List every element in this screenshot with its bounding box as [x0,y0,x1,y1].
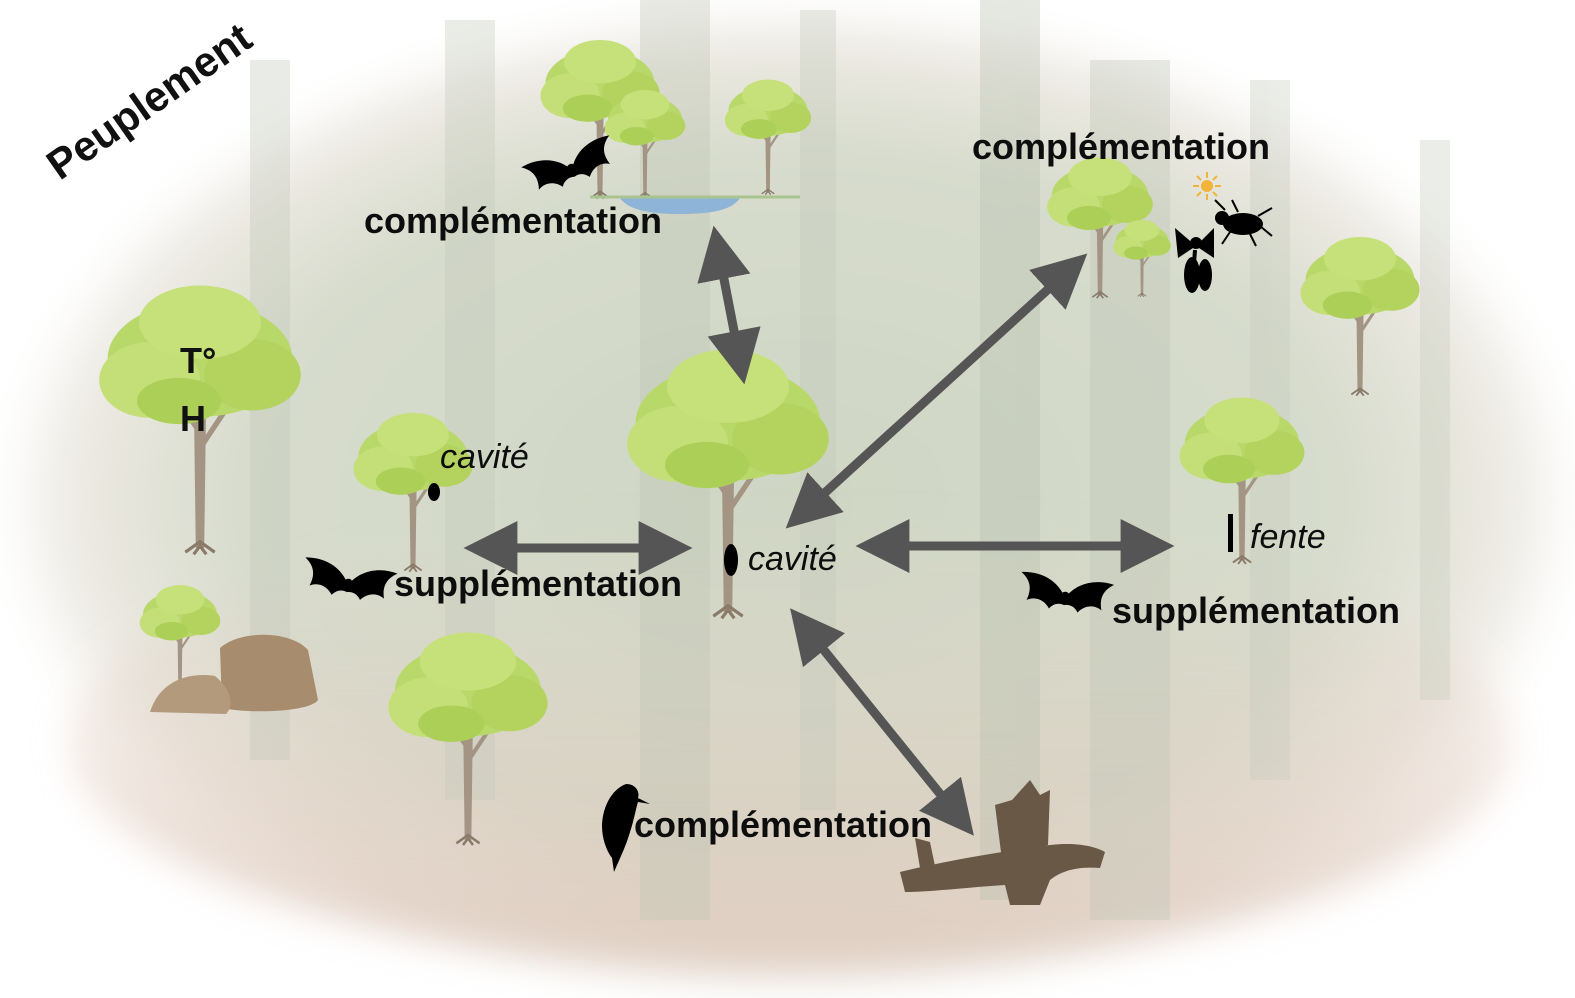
label-supplementation-right: supplémentation [1112,590,1401,631]
cavity-marker [428,483,440,501]
forest-floor [70,510,1510,970]
woodpecker-icon [602,784,650,872]
beetle-icon [1214,199,1273,247]
flower-icon [1175,228,1214,293]
arrow-flower [785,253,1088,529]
interaction-arrows [463,225,1175,836]
cavity-marker [724,544,738,576]
label-complementation-topright: complémentation [972,126,1271,167]
label-supplementation-left: supplémentation [394,563,683,604]
label-complementation-bottom: complémentation [634,804,933,845]
humidity-label: H [180,398,206,439]
arrow-pond [697,225,761,385]
pond-icon [620,198,740,214]
slit-marker [1228,514,1233,552]
temperature-label: T° [180,340,217,381]
deadwood-icon [900,780,1105,905]
label-complementation-top: complémentation [364,200,663,241]
sun-icon [1193,172,1221,200]
label-cavite-left: cavité [440,438,529,476]
rocks-icon [150,634,318,714]
label-cavite-center: cavité [748,540,837,578]
arrow-deadwood [790,608,974,836]
label-fente: fente [1250,518,1326,556]
